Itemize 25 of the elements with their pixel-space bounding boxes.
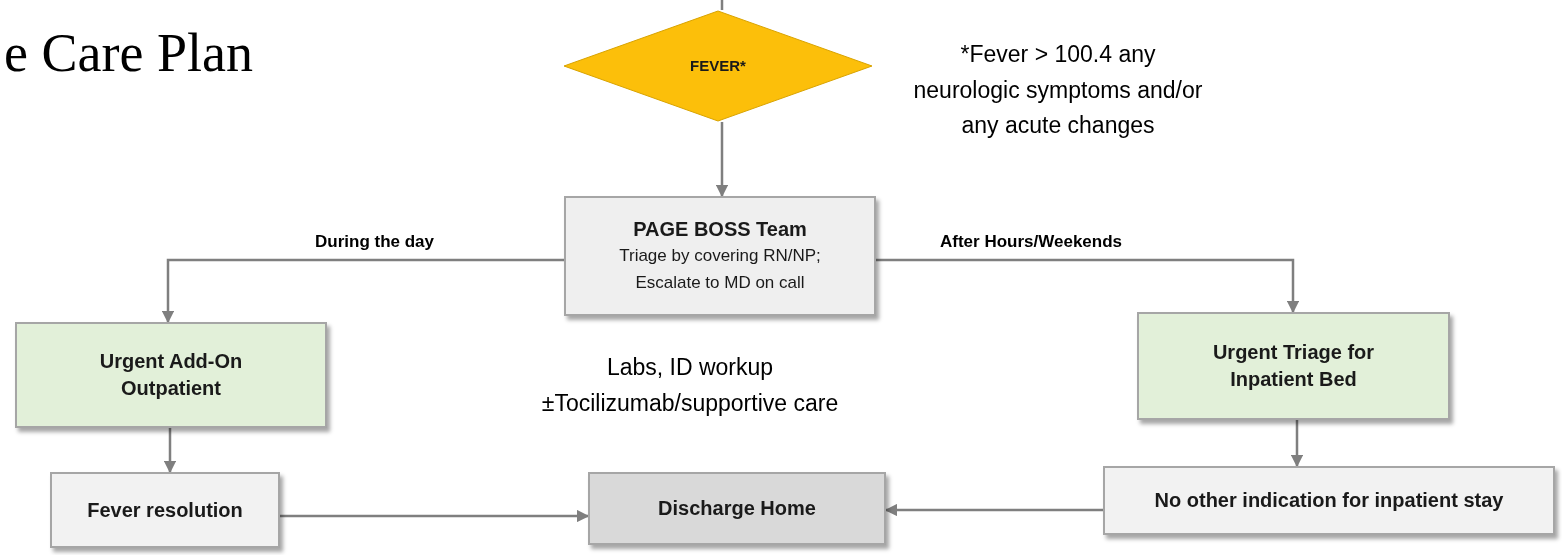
box-heading: Fever resolution [86, 497, 244, 523]
note-text: Labs, ID workup ±Tocilizumab/supportive care [540, 353, 840, 418]
box-heading: PAGE BOSS Team [632, 217, 808, 243]
process-box [564, 196, 876, 316]
process-box [1137, 312, 1450, 420]
arrow [715, 122, 729, 198]
box-heading: No other indication for inpatient stay [1153, 488, 1505, 513]
box-heading: Discharge Home [657, 496, 817, 521]
process-box [50, 472, 280, 548]
process-box [588, 472, 886, 545]
box-heading: FEVER* [689, 55, 747, 76]
arrow [876, 258, 1300, 314]
process-box [1103, 466, 1555, 535]
process-box [15, 322, 327, 428]
footnote-text: *Fever > 100.4 any neurologic symptoms and/or any acute changes [912, 40, 1204, 141]
edge-label: During the day [315, 232, 434, 252]
box-heading: Urgent Add-On Outpatient [98, 349, 244, 401]
arrow [1290, 420, 1304, 468]
decision-diamond [563, 10, 873, 122]
title: e Care Plan [4, 22, 253, 84]
arrow [280, 509, 590, 523]
box-heading: Urgent Triage for Inpatient Bed [1211, 340, 1376, 392]
box-text: Triage by covering RN/NP; Escalate to MD on call [618, 245, 822, 294]
arrow [163, 428, 177, 474]
arrow [161, 258, 564, 324]
